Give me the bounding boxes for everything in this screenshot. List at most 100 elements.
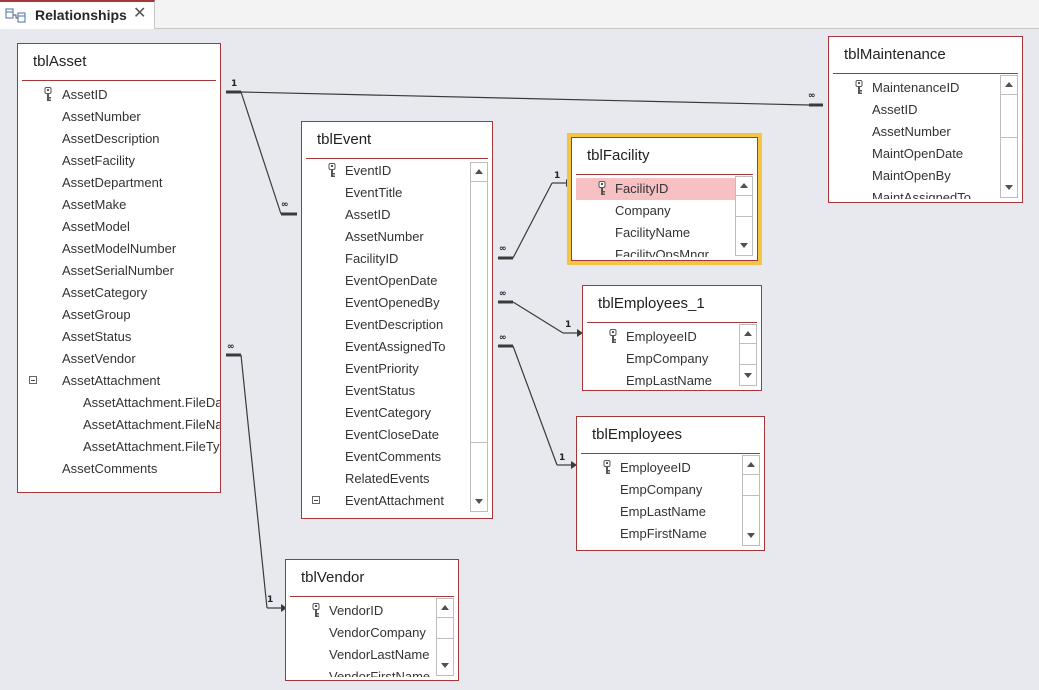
field-row[interactable]: AssetID [833,99,1000,121]
field-row[interactable]: EmployeeID [587,326,739,348]
field-row[interactable]: MaintOpenDate [833,143,1000,165]
field-row[interactable]: VendorID [290,600,436,622]
field-row[interactable]: VendorCompany [290,622,436,644]
field-row[interactable]: AssetNumber [306,226,470,248]
field-row[interactable]: FacilityID [306,248,470,270]
field-row[interactable]: AssetCategory [22,282,220,304]
field-row[interactable]: AssetModel [22,216,220,238]
field-row[interactable]: AssetNumber [833,121,1000,143]
field-row[interactable]: MaintenanceID [833,77,1000,99]
field-row[interactable]: AssetMake [22,194,220,216]
field-row[interactable]: AssetAttachment.FileType [22,436,220,458]
field-row[interactable]: EventPriority [306,358,470,380]
field-row[interactable]: EventCloseDate [306,424,470,446]
field-name: AssetNumber [62,109,141,124]
scroll-up-arrow-icon[interactable] [743,456,759,474]
field-row[interactable]: FacilityOpsMngr [576,244,735,257]
scroll-down-arrow-icon[interactable] [1001,179,1017,197]
field-row[interactable]: EventCategory [306,402,470,424]
field-row[interactable]: EventID [306,160,470,182]
scroll-down-arrow-icon[interactable] [471,493,487,511]
field-row[interactable]: FacilityID [576,178,735,200]
vertical-scrollbar[interactable] [436,598,454,676]
scroll-down-arrow-icon[interactable] [736,237,752,255]
field-row[interactable]: AssetStatus [22,326,220,348]
field-row[interactable]: AssetDescription [22,128,220,150]
field-row[interactable]: EventStatus [306,380,470,402]
vertical-scrollbar[interactable] [470,162,488,512]
scroll-up-arrow-icon[interactable] [740,325,756,343]
scroll-up-arrow-icon[interactable] [1001,76,1017,94]
field-row[interactable]: EventOpenDate [306,270,470,292]
scrollbar-thumb[interactable] [437,617,453,639]
scrollbar-thumb[interactable] [471,181,487,443]
collapse-icon[interactable] [29,376,37,384]
table-title[interactable]: tblMaintenance [844,46,946,63]
field-row[interactable]: EventTitle [306,182,470,204]
table-title[interactable]: tblFacility [587,147,650,164]
field-row[interactable]: EmpCompany [587,348,739,370]
field-row[interactable]: MaintAssignedTo [833,187,1000,199]
field-row[interactable]: AssetVendor [22,348,220,370]
field-row[interactable]: EventOpenedBy [306,292,470,314]
scroll-down-arrow-icon[interactable] [437,657,453,675]
scrollbar-thumb[interactable] [1001,94,1017,138]
scrollbar-thumb[interactable] [736,195,752,217]
table-title[interactable]: tblEvent [317,131,372,148]
field-row[interactable]: RelatedEvents [306,468,470,490]
table-title[interactable]: tblVendor [301,569,365,586]
field-row[interactable]: EmpFirstName [581,523,742,545]
field-row[interactable]: AssetID [306,204,470,226]
field-row[interactable]: EventComments [306,446,470,468]
scroll-down-arrow-icon[interactable] [743,527,759,545]
table-title[interactable]: tblEmployees_1 [598,295,705,312]
field-row[interactable]: EventDescription [306,314,470,336]
vertical-scrollbar[interactable] [739,324,757,386]
collapse-icon[interactable] [312,496,320,504]
field-name: EventAssignedTo [345,339,446,354]
field-row[interactable]: Company [576,200,735,222]
table-title[interactable]: tblEmployees [592,426,683,443]
field-row[interactable]: AssetComments [22,458,220,480]
field-row[interactable]: MaintOpenBy [833,165,1000,187]
field-row[interactable]: AssetFacility [22,150,220,172]
field-row[interactable]: AssetSerialNumber [22,260,220,282]
field-row[interactable]: AssetAttachment [22,370,220,392]
field-row[interactable]: EmpLastName [581,501,742,523]
tab-relationships[interactable]: Relationships ✕ [0,0,155,29]
field-row[interactable]: EmpCompany [581,479,742,501]
field-row[interactable]: EmployeeID [581,457,742,479]
close-icon[interactable]: ✕ [133,5,147,22]
field-row[interactable]: VendorFirstName [290,666,436,677]
field-row[interactable]: AssetDepartment [22,172,220,194]
field-row[interactable]: AssetAttachment.FileName [22,414,220,436]
field-row[interactable]: EventAssignedTo [306,336,470,358]
scroll-up-arrow-icon[interactable] [437,599,453,617]
vertical-scrollbar[interactable] [1000,75,1018,198]
scrollbar-thumb[interactable] [743,474,759,496]
field-row[interactable]: FacilityName [576,222,735,244]
field-row[interactable]: AssetID [22,84,220,106]
field-row[interactable]: AssetNumber [22,106,220,128]
field-row[interactable]: AssetAttachment.FileData [22,392,220,414]
field-row[interactable]: AssetGroup [22,304,220,326]
vertical-scrollbar[interactable] [735,176,753,256]
scrollbar-thumb[interactable] [740,343,756,365]
field-row[interactable]: AssetModelNumber [22,238,220,260]
scroll-down-arrow-icon[interactable] [740,367,756,385]
field-row[interactable]: VendorLastName [290,644,436,666]
scroll-up-arrow-icon[interactable] [471,163,487,181]
scroll-up-arrow-icon[interactable] [736,177,752,195]
field-row[interactable]: EventAttachment [306,490,470,512]
vertical-scrollbar[interactable] [742,455,760,546]
field-row[interactable]: EmpLastName [587,370,739,387]
table-title[interactable]: tblAsset [33,53,87,70]
